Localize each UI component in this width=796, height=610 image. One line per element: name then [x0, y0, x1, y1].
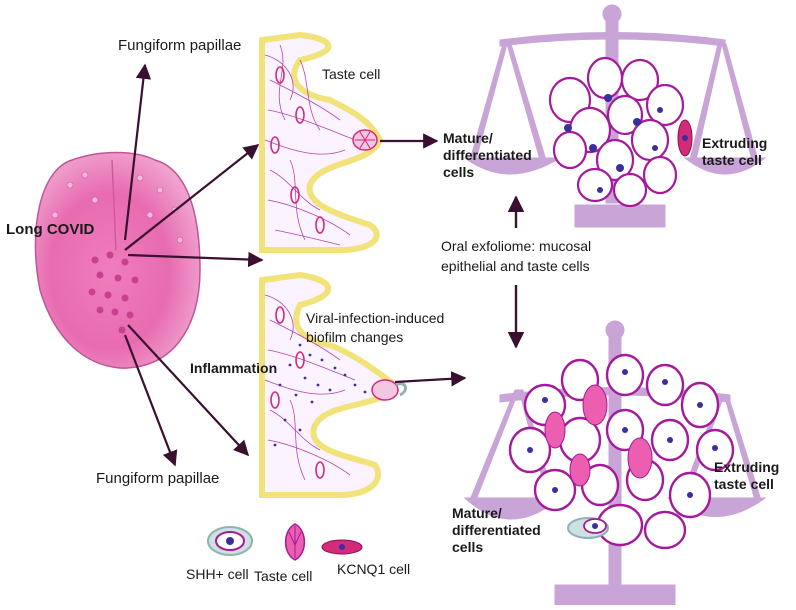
taste-bud-top — [352, 129, 378, 151]
extruding-taste-cell-label-bottom: Extruding taste cell — [714, 459, 779, 493]
mature-top-line2: differentiated — [443, 147, 532, 163]
mature-cells-label-top: Mature/ differentiated cells — [443, 130, 532, 181]
exfoliome-line1: Oral exfoliome: mucosal — [441, 238, 592, 254]
taste-cell-label-top: Taste cell — [322, 66, 381, 82]
tongue-arrows — [123, 63, 264, 467]
kcnq1-cell-icon — [321, 539, 363, 555]
extruding-bottom-line2: taste cell — [714, 476, 774, 492]
fungiform-papillae-label-top: Fungiform papillae — [118, 37, 242, 54]
shh-cell-bottom — [567, 517, 609, 539]
extruding-top-line2: taste cell — [702, 152, 762, 168]
shh-cell-icon — [207, 526, 253, 556]
mature-bottom-line1: Mature/ — [452, 505, 502, 521]
taste-cell-icon — [284, 523, 306, 561]
viral-biofilm-label: Viral-infection-induced biofilm changes — [306, 309, 444, 347]
extruding-bottom-line1: Extruding — [714, 459, 780, 475]
inflammation-label: Inflammation — [190, 360, 278, 376]
viral-line1: Viral-infection-induced — [306, 310, 445, 326]
exfoliome-line2: epithelial and taste cells — [441, 258, 590, 274]
fungiform-papillae-label-bottom: Fungiform papillae — [96, 470, 220, 487]
legend-shh-label: SHH+ cell — [186, 566, 249, 582]
extruding-cell-top — [677, 119, 693, 157]
tongue — [34, 151, 201, 369]
mature-top-line3: cells — [443, 164, 475, 180]
extruding-taste-cell-label-top: Extruding taste cell — [702, 135, 767, 169]
taste-bud-bottom — [371, 379, 407, 401]
extruding-top-line1: Extruding — [702, 135, 768, 151]
viral-line2: biofilm changes — [306, 329, 404, 345]
mature-cells-label-bottom: Mature/ differentiated cells — [452, 505, 541, 556]
cell-cluster-top — [548, 56, 685, 208]
mature-bottom-line2: differentiated — [452, 522, 541, 538]
papilla-tissue-bottom — [259, 271, 407, 498]
long-covid-label: Long COVID — [6, 221, 95, 238]
papilla-tissue-top — [259, 31, 384, 253]
cell-cluster-bottom — [508, 353, 735, 550]
arrow-to-mature-bottom — [394, 371, 467, 387]
legend-kcnq1-label: KCNQ1 cell — [337, 561, 411, 577]
mature-bottom-line3: cells — [452, 539, 484, 555]
legend-taste-cell-label: Taste cell — [254, 568, 313, 584]
oral-exfoliome-label: Oral exfoliome: mucosal epithelial and t… — [441, 236, 591, 276]
mature-top-line1: Mature/ — [443, 130, 493, 146]
